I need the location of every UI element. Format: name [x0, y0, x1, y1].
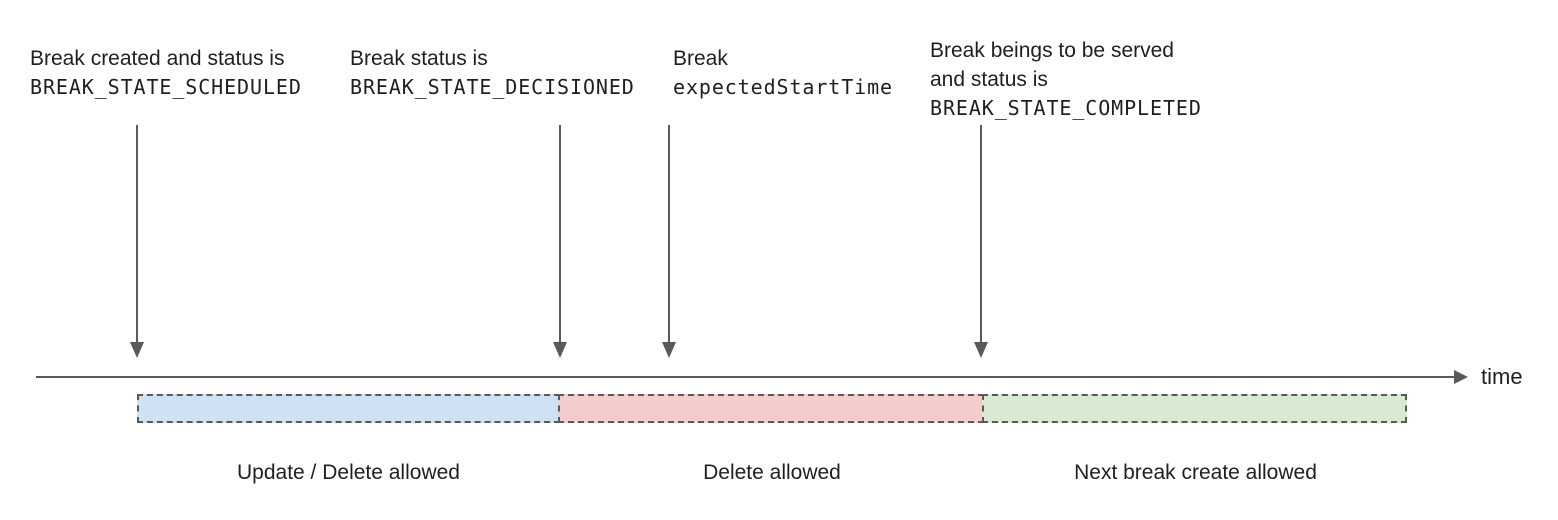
annotation-break-decisioned: Break status is BREAK_STATE_DECISIONED — [350, 44, 635, 102]
segment-caption-update-delete-allowed: Update / Delete allowed — [237, 461, 460, 484]
annotation-text-line: and status is — [930, 68, 1048, 91]
time-axis-arrowhead-icon — [1454, 370, 1468, 384]
arrowhead-icon — [974, 342, 988, 358]
time-axis-line — [36, 376, 1455, 378]
annotation-code-break-state-scheduled: BREAK_STATE_SCHEDULED — [30, 75, 302, 99]
segment-delete-allowed — [558, 394, 984, 423]
down-arrow-icon — [130, 125, 144, 358]
annotation-text-line: Break status is — [350, 47, 488, 70]
arrow-shaft — [668, 125, 670, 342]
segment-update-delete-allowed — [137, 394, 560, 423]
annotation-text-line: Break beings to be served — [930, 39, 1174, 62]
arrowhead-icon — [130, 342, 144, 358]
segment-caption-next-break-create-allowed: Next break create allowed — [1074, 461, 1317, 484]
segment-next-break-create-allowed — [982, 394, 1407, 423]
period-segments-bar — [137, 394, 1407, 423]
annotation-break-completed: Break beings to be served and status is … — [930, 36, 1202, 123]
arrowhead-icon — [662, 342, 676, 358]
annotation-code-break-state-completed: BREAK_STATE_COMPLETED — [930, 96, 1202, 120]
arrow-shaft — [559, 125, 561, 342]
time-axis-label: time — [1481, 364, 1523, 389]
down-arrow-icon — [553, 125, 567, 358]
down-arrow-icon — [974, 125, 988, 358]
annotation-code-expected-start-time: expectedStartTime — [673, 75, 893, 99]
down-arrow-icon — [662, 125, 676, 358]
arrowhead-icon — [553, 342, 567, 358]
segment-caption-delete-allowed: Delete allowed — [703, 461, 841, 484]
annotation-expected-start-time: Break expectedStartTime — [673, 44, 893, 102]
annotation-text-line: Break created and status is — [30, 47, 285, 70]
arrow-shaft — [136, 125, 138, 342]
annotation-break-scheduled: Break created and status is BREAK_STATE_… — [30, 44, 302, 102]
annotation-code-break-state-decisioned: BREAK_STATE_DECISIONED — [350, 75, 635, 99]
arrow-shaft — [980, 125, 982, 342]
annotation-text-line: Break — [673, 47, 728, 70]
